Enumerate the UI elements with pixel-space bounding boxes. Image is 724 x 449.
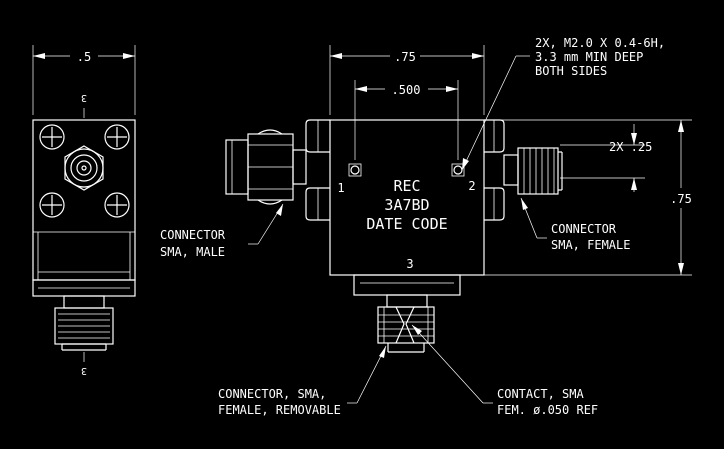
screw-icon xyxy=(39,192,65,218)
body-label-rec: REC xyxy=(393,177,420,195)
port-spacing-dim: 2X .25 xyxy=(609,140,652,154)
removable-sma-connector xyxy=(377,294,435,353)
front-view: .75 .500 2X, M2.0 X 0.4-6H, 3.3 mm MIN D… xyxy=(225,36,692,353)
female-connector-line2: SMA, FEMALE xyxy=(551,238,630,252)
female-connector-line1: CONNECTOR xyxy=(551,222,617,236)
male-connector-line2: SMA, MALE xyxy=(160,245,225,259)
callout-male: CONNECTOR SMA, MALE xyxy=(160,203,284,259)
side-view: .5 xyxy=(32,45,136,376)
front-width-dim: .75 xyxy=(394,50,416,64)
hole-spacing-dim: .500 xyxy=(392,83,421,97)
callout-contact: CONTACT, SMA FEM. ø.050 REF xyxy=(411,324,598,417)
contact-line1: CONTACT, SMA xyxy=(497,387,584,401)
screw-icon xyxy=(39,124,65,150)
thread-note-line3: BOTH SIDES xyxy=(535,64,607,78)
port-3-label: 3 xyxy=(406,257,413,271)
port-2-label: 2 xyxy=(468,179,475,193)
side-body xyxy=(32,119,136,281)
port-1-label: 1 xyxy=(337,181,344,195)
male-sma-connector xyxy=(225,129,307,205)
removable-line2: FEMALE, REMOVABLE xyxy=(218,403,341,417)
body-label-datecode: DATE CODE xyxy=(366,215,447,233)
side-top-mark: 3 xyxy=(81,92,87,103)
mounting-hole-icon xyxy=(451,163,465,177)
contact-line2: FEM. ø.050 REF xyxy=(497,403,598,417)
body-label-model: 3A7BD xyxy=(384,196,429,214)
removable-line1: CONNECTOR, SMA, xyxy=(218,387,326,401)
callout-removable: CONNECTOR, SMA, FEMALE, REMOVABLE xyxy=(218,345,387,417)
callout-female: CONNECTOR SMA, FEMALE xyxy=(520,197,630,252)
thread-note-line1: 2X, M2.0 X 0.4-6H, xyxy=(535,36,665,50)
female-sma-connector xyxy=(503,147,563,195)
screw-icon xyxy=(104,192,130,218)
male-connector-line1: CONNECTOR xyxy=(160,228,226,242)
bottom-connector xyxy=(54,295,114,351)
side-bottom-mark: 3 xyxy=(81,365,87,376)
screw-icon xyxy=(104,124,130,150)
front-height-dim: .75 xyxy=(670,192,692,206)
thread-note-line2: 3.3 mm MIN DEEP xyxy=(535,50,643,64)
side-width-dim: .5 xyxy=(77,50,91,64)
mounting-hole-icon xyxy=(348,163,362,177)
connector-face-icon xyxy=(64,145,104,191)
